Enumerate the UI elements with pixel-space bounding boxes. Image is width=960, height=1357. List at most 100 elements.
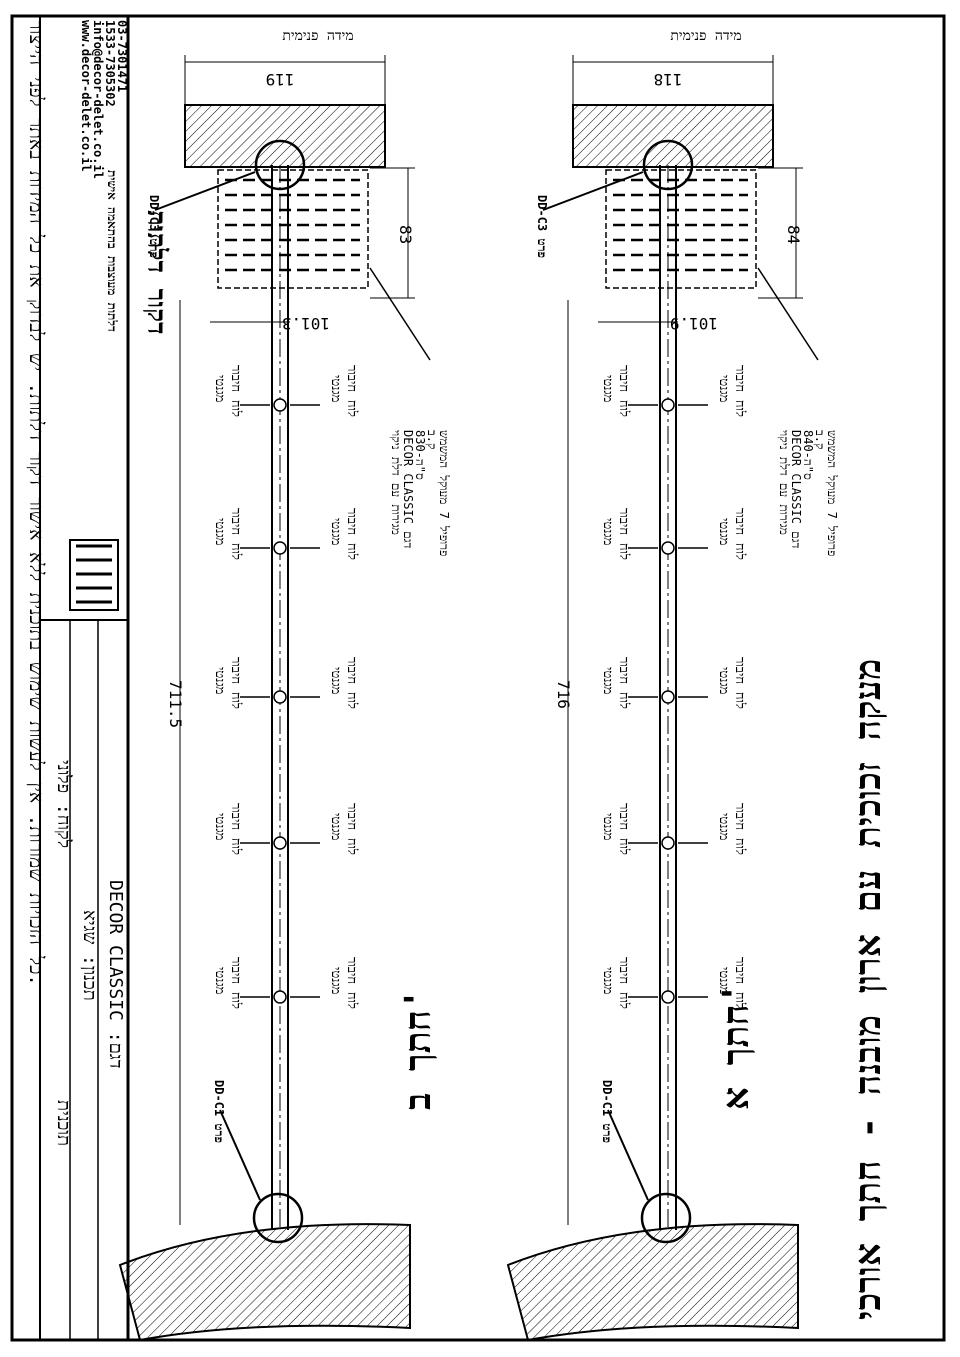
- connector-label-left: לוח חיבור: [616, 365, 631, 417]
- connector-label-right: לוח חיבור: [732, 365, 747, 417]
- connector-label-right: לוח חיבור: [344, 957, 359, 1009]
- connector-point: [273, 836, 287, 850]
- connector-sub-left-group: מגנטי: [600, 518, 615, 546]
- connector-label-left-group: לוח חיבור: [616, 657, 631, 709]
- model-label: DECOR CLASSIC :דגם: [105, 880, 126, 1068]
- connector-label-right: לוח חיבור: [732, 957, 747, 1009]
- connector-label-left-group: לוח חיבור: [616, 365, 631, 417]
- company-fax: 1533-7305302: [103, 20, 117, 107]
- inner-dim-value-group: 118: [654, 70, 683, 89]
- leader-bottom: [607, 1109, 649, 1201]
- connector-sub-right-group: מגנטי: [328, 813, 343, 841]
- connector-sub-right-group: מגנטי: [328, 967, 343, 995]
- connector-sub-right: מגנטי: [328, 813, 343, 841]
- company-phone: 03-7301471: [115, 20, 129, 92]
- connector-label-right-group: לוח חיבור: [732, 803, 747, 855]
- connector-point: [661, 398, 675, 412]
- connector-label-right: לוח חיבור: [344, 803, 359, 855]
- inner-dim-label-group: מידה פנימית: [670, 28, 741, 44]
- section-view-b: DD-C3 פרט DD-C1 פרט מידה פנימית 119 83 101.3 7…: [118, 28, 451, 1342]
- connector-sub-left: מגנטי: [212, 967, 227, 995]
- connector-label-left: לוח חיבור: [228, 657, 243, 709]
- connector-label-right-group: לוח חיבור: [732, 365, 747, 417]
- connector-sub-left-group: מגנטי: [212, 667, 227, 695]
- sheet-label: תוכנית: [53, 1100, 74, 1146]
- connector-sub-right-group: מגנטי: [716, 518, 731, 546]
- connector-sub-left: מגנטי: [600, 967, 615, 995]
- connector-label-right-group: לוח חיבור: [344, 657, 359, 709]
- connector-label-left: לוח חיבור: [228, 508, 243, 560]
- connector-label-left-group: לוח חיבור: [228, 508, 243, 560]
- connector-label-left-group: לוח חיבור: [616, 957, 631, 1009]
- connector-sub-left: מגנטי: [212, 375, 227, 403]
- depth-dim-value: 83: [396, 225, 415, 244]
- connector-sub-left: מגנטי: [600, 375, 615, 403]
- inner-dim-value-group: 119: [266, 70, 295, 89]
- connector-label-left: לוח חיבור: [228, 365, 243, 417]
- panel-note-line: 830-ס"ה: [413, 430, 427, 480]
- company-brand-sub: דלתות מעוצבות בהתאמה אישית: [105, 170, 119, 332]
- connector-label-left-group: לוח חיבור: [616, 803, 631, 855]
- total-dim-value: 711.5: [166, 680, 185, 728]
- connector-label-left-group: לוח חיבור: [228, 657, 243, 709]
- connector-sub-left-group: מגנטי: [212, 375, 227, 403]
- connector-point: [273, 541, 287, 555]
- inner-dim-label: מידה פנימית: [282, 28, 353, 44]
- connector-point: [273, 398, 287, 412]
- panel-note-line-group: פרופיל 7 מעוקל המשמש: [437, 430, 451, 556]
- panel-note-line-group: ק.ב: [813, 430, 827, 449]
- company-email: info@decor-delet.co.il: [91, 20, 105, 179]
- company-brand: דקור דלתות: [141, 210, 171, 335]
- panel-note-line-group: DECOR CLASSIC דגם: [789, 430, 803, 549]
- view-caption: חתך א': [716, 983, 757, 1110]
- connector-point: [661, 690, 675, 704]
- connector-label-left: לוח חיבור: [616, 508, 631, 560]
- view-caption-group: חתך א': [716, 983, 757, 1110]
- margin-note: כל הזכויות שמורות. אין לעשות שימוש בתוכנ…: [25, 20, 47, 986]
- depth-dim-value-group: 84: [784, 225, 803, 244]
- detail-top-label: DD-C3 פרט: [147, 195, 161, 258]
- company-web: www.decor-delet.co.il: [79, 20, 93, 172]
- connector-label-right-group: לוח חיבור: [344, 508, 359, 560]
- connector-sub-left-group: מגנטי: [212, 967, 227, 995]
- connector-label-right-group: לוח חיבור: [732, 657, 747, 709]
- main-title: מעקה זכוכית עם ארון מובנה - חתך אורכי: [848, 659, 889, 1320]
- connector-label-right: לוח חיבור: [344, 657, 359, 709]
- connector-label-left: לוח חיבור: [228, 957, 243, 1009]
- view-caption-group: חתך ב': [398, 988, 439, 1110]
- connector-sub-right-group: מגנטי: [716, 813, 731, 841]
- width-dim-value: 101.9: [670, 314, 718, 333]
- width-dim-value: 101.3: [282, 314, 330, 333]
- depth-dim-value-group: 83: [396, 225, 415, 244]
- wall-bottom: [506, 1223, 799, 1342]
- connector-sub-left: מגנטי: [600, 518, 615, 546]
- detail-bottom-label: DD-C1 פרט: [212, 1080, 226, 1143]
- inner-dim-value: 118: [654, 70, 683, 89]
- connector-label-right: לוח חיבור: [344, 508, 359, 560]
- width-dim-value-group: 101.3: [282, 314, 330, 333]
- panel-note-line-group: פרופיל 7 מעוקל המשמש: [825, 430, 839, 556]
- panel-note-line-group: ק.ב: [425, 430, 439, 449]
- detail-top-label-group: DD-C3 פרט: [535, 195, 549, 258]
- connector-sub-right: מגנטי: [328, 375, 343, 403]
- connector-sub-right-group: מגנטי: [716, 667, 731, 695]
- outer-frame: [10, 14, 946, 1342]
- connector-sub-left: מגנטי: [212, 667, 227, 695]
- panel-note-line-group: מגירות עם דלת ניקוי: [777, 430, 791, 535]
- connector-label-left-group: לוח חיבור: [228, 957, 243, 1009]
- connector-label-right-group: לוח חיבור: [344, 803, 359, 855]
- connector-label-right-group: לוח חיבור: [344, 957, 359, 1009]
- connector-sub-right: מגנטי: [328, 667, 343, 695]
- connector-sub-right-group: מגנטי: [716, 375, 731, 403]
- connector-point: [661, 541, 675, 555]
- panel-note-line: מגירות עם דלת ניקוי: [777, 430, 791, 535]
- connector-label-right: לוח חיבור: [344, 365, 359, 417]
- connector-point: [273, 990, 287, 1004]
- connector-sub-right: מגנטי: [328, 518, 343, 546]
- connector-sub-left-group: מגנטי: [600, 813, 615, 841]
- detail-bottom-label-group: DD-C1 פרט: [212, 1080, 226, 1143]
- designer-label: תכנון: שגיא: [79, 910, 100, 1001]
- detail-top-label-group: DD-C3 פרט: [147, 195, 161, 258]
- panel-note-leader: [757, 267, 819, 361]
- panel-note-leader: [369, 267, 431, 361]
